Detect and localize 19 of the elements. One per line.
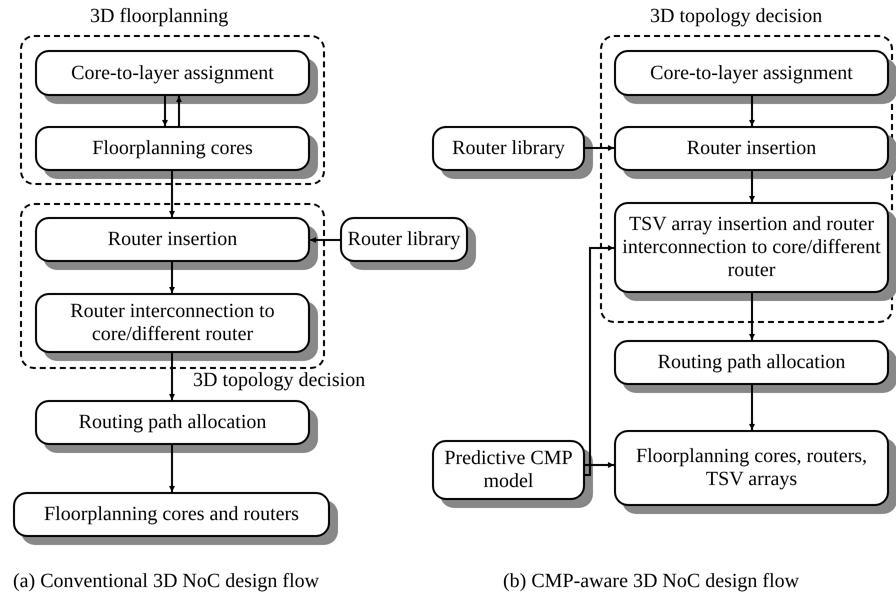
arrow (169, 353, 175, 400)
arrow (169, 262, 175, 293)
arrow (162, 96, 168, 126)
arrow (585, 245, 614, 476)
figure-caption: (a) Conventional 3D NoC design flow (13, 570, 320, 592)
group-heading: 3D topology decision (650, 5, 822, 27)
arrow (749, 96, 755, 126)
arrow (176, 96, 182, 126)
arrow (749, 293, 755, 340)
arrow (749, 385, 755, 430)
arrow (169, 171, 175, 217)
figure-caption: (b) CMP-aware 3D NoC design flow (503, 570, 800, 592)
arrow (310, 237, 340, 243)
arrow (585, 145, 614, 151)
arrow (169, 445, 175, 492)
group-heading: 3D floorplanning (90, 5, 228, 27)
group-heading: 3D topology decision (193, 369, 366, 391)
arrow (585, 462, 614, 468)
arrow (749, 171, 755, 202)
